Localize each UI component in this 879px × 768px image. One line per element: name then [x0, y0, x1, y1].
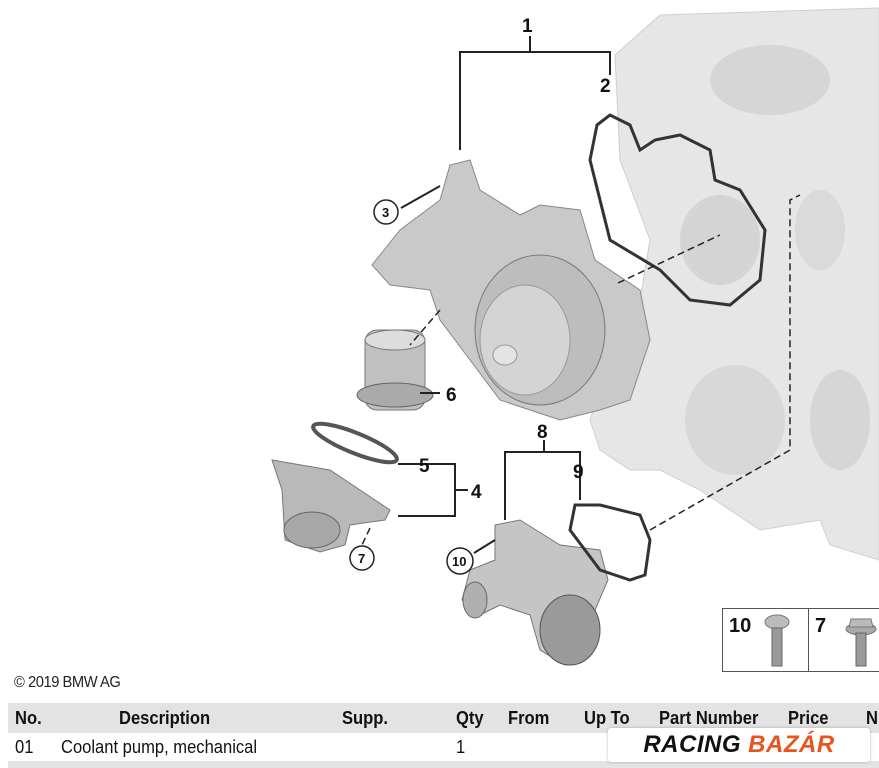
- gasket-part-2: [588, 113, 767, 307]
- screw-number: 10: [729, 615, 752, 637]
- callout-3: 3: [382, 205, 389, 220]
- cell-no: 01: [15, 737, 34, 757]
- callout-9: 9: [573, 462, 584, 483]
- col-supp: Supp.: [342, 708, 388, 728]
- leader-lines: [398, 36, 611, 554]
- callout-6: 6: [446, 385, 457, 406]
- thermostat-part-6: [356, 329, 434, 411]
- parts-diagram: 1 2 3 6 5 4 7 8 9 10: [271, 7, 879, 666]
- seal-ring-part-5: [311, 421, 399, 465]
- screw-legend-7: 7: [808, 608, 879, 672]
- watermark-part2: BAZÁR: [748, 731, 835, 758]
- col-description: Description: [119, 708, 211, 728]
- col-price: Price: [788, 708, 829, 728]
- col-from: From: [508, 708, 550, 728]
- col-no: No.: [15, 708, 42, 728]
- hex-flange-bolt-icon: [845, 618, 877, 667]
- dashed-guides: [361, 194, 801, 546]
- racing-bazar-watermark: RACING BAZÁR: [608, 728, 870, 762]
- callout-3-circle: [373, 199, 399, 225]
- copyright-notice: © 2019 BMW AG: [14, 674, 121, 691]
- watermark-part1: RACING: [643, 731, 741, 758]
- engine-block: [589, 7, 879, 561]
- callout-8: 8: [537, 422, 548, 443]
- col-part-number: Part Number: [659, 708, 759, 728]
- callout-10-circle: [446, 547, 474, 575]
- cell-qty: 1: [456, 737, 466, 757]
- callout-7-circle: [349, 545, 375, 571]
- coolant-connector-part-8: [461, 519, 609, 666]
- cell-description: Coolant pump, mechanical: [61, 737, 258, 757]
- callout-10: 10: [452, 554, 466, 569]
- table-row: [8, 761, 879, 768]
- callout-7: 7: [358, 551, 365, 566]
- callout-2: 2: [600, 76, 611, 97]
- coolant-pump: [371, 159, 651, 421]
- callout-4: 4: [471, 482, 482, 503]
- col-qty: Qty: [456, 708, 484, 728]
- gasket-part-9: [568, 503, 652, 582]
- col-n: N: [866, 708, 878, 728]
- torx-pan-head-screw-icon: [764, 614, 790, 667]
- screw-number: 7: [815, 615, 827, 637]
- col-up-to: Up To: [584, 708, 630, 728]
- screw-legend-10: 10: [722, 608, 810, 672]
- callout-1: 1: [522, 16, 533, 37]
- thermostat-housing-part-4: [271, 459, 391, 553]
- callout-5: 5: [419, 456, 430, 477]
